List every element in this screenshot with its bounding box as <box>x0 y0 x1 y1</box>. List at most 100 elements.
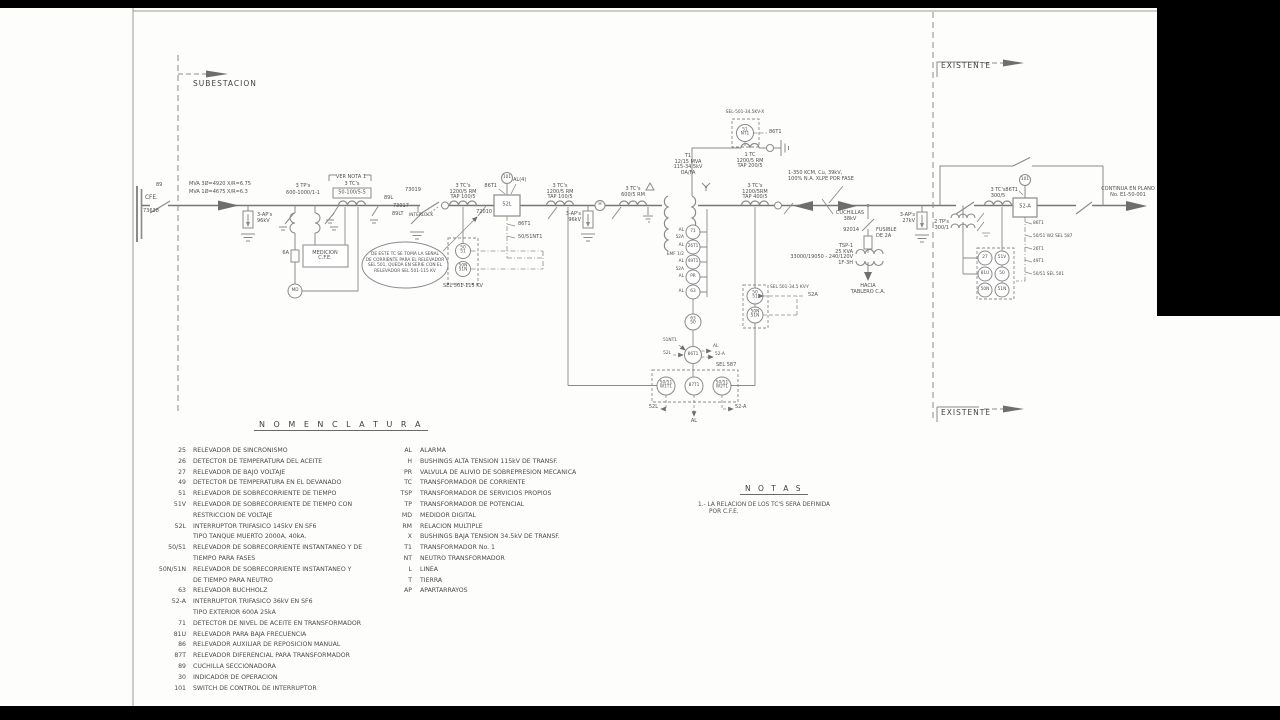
callout-5051nt1-label: 50/51NT1 <box>518 234 543 240</box>
relay-50n-label: 50N <box>980 286 990 292</box>
neutral-ct-label: 1 TC 1200/5 RM TAP 200/5 <box>736 152 764 170</box>
continua-label: CONTINUA EN PLANO No. E1-50-001 <box>1101 186 1155 198</box>
sel-587-box <box>651 369 739 417</box>
nom-term: MD <box>401 511 412 519</box>
mva-3f-label: MVA 3Ø=4920 X/R=6.75 <box>189 181 251 187</box>
arrester-96kv-a-label: 3-AP's 96kV <box>257 212 273 224</box>
nom-term: TC <box>404 479 412 487</box>
tp115-label-2: 600-1000/1-1 <box>286 189 320 196</box>
nom-term: 81U <box>173 630 186 638</box>
nom-desc: RELEVADOR DE SOBRECORRIENTE INSTANTANEO … <box>193 544 363 562</box>
ct-1200-100-a <box>448 200 487 244</box>
input-al-1: AL <box>678 228 684 233</box>
switch-101-52a-label: 101 <box>1020 176 1030 182</box>
switch-89-number: 73638 <box>143 208 159 214</box>
trip-86t1-52l-label: 86T1 <box>484 183 497 189</box>
transformer-t1-label: T1 12/15 MVA 115-34.5kV OA/FA <box>673 153 703 176</box>
input-52a-1: 52A <box>675 235 684 240</box>
callout-86t1-label: 86T1 <box>518 221 531 227</box>
drawing-sheet <box>0 8 1280 706</box>
nom-desc: TRANSFORMADOR DE CORRIENTE <box>420 479 526 487</box>
cuchillas-number: 92014 <box>843 227 859 233</box>
relay-86t1-label: 86T1 <box>687 351 699 357</box>
relay-49t1-label: 49T1 <box>687 258 699 264</box>
lockout-in-51nt1: 51NT1 <box>662 338 677 343</box>
nom-term: 30 <box>178 673 186 681</box>
callout-52a-5: 50/51 SEL 501 <box>1033 271 1065 277</box>
input-al-2: AL <box>678 243 684 248</box>
relay-87t1-label: 87T1 <box>688 382 700 388</box>
nomenclatura-entry: TC TRANSFORMADOR DE CORRIENTE <box>390 478 630 489</box>
lockout-86t1 <box>673 344 714 377</box>
fuse-6a-label: 6A <box>282 250 289 256</box>
nota-1-text: 1.- LA RELACION DE LOS TC'S SERA DEFINID… <box>698 502 830 516</box>
nom-desc: APARTARRAYOS <box>420 587 468 595</box>
nom-desc: INTERRUPTOR TRIFASICO 145kV EN SF6 TIPO … <box>193 522 317 541</box>
existing-ct-label: 3 TC's 300/5 <box>990 187 1006 199</box>
cuchillas-label: CUCHILLAS 38kV <box>835 210 865 222</box>
sel-501-115kv-box <box>447 237 544 285</box>
sel-x-title: SEL-501-34.5KV-X <box>725 110 765 115</box>
existing-tp-group <box>950 205 990 275</box>
nom-desc: RELEVADOR DE SOBRECORRIENTE INSTANTANEO … <box>193 565 352 584</box>
breaker-52a-label: 52-A <box>1019 203 1031 210</box>
ct-medicion-label-1: 3 TC's <box>344 181 360 187</box>
lockout-out-52a: 52-A <box>715 352 725 357</box>
source-cfe <box>136 186 420 242</box>
nom-term: AL <box>404 447 412 454</box>
tp115-label-1: 3 TP's <box>295 183 311 189</box>
switch-73017-number: 73017 <box>393 203 409 209</box>
lockout-out-al: AL <box>713 344 719 349</box>
existing-ct-300 <box>983 200 1013 297</box>
nom-desc: TRANSFORMADOR No. 1 <box>420 544 495 552</box>
relay-pr-label: PR <box>690 273 696 279</box>
ct-medicion-label-2: 50-100/5-5 <box>338 189 366 196</box>
switch-101-52l-label: 101 <box>502 174 512 180</box>
nom-desc: VALVULA DE ALIVIO DE SOBREPRESION MECANI… <box>420 468 577 476</box>
input-al-3: AL <box>678 259 684 264</box>
nomenclatura-entry: MD MEDIDOR DIGITAL <box>390 511 630 522</box>
relay-5051-115-label: 50 51 <box>460 245 466 255</box>
nom-term: 52-A <box>171 598 186 606</box>
relay-63-label: 63 <box>690 288 696 294</box>
sel-y-title: SEL 501-34.5 KV-Y <box>770 285 810 290</box>
tsp-name-label: TSP-1 25 KVA 33000/19050 - 240/120V 1F-3… <box>790 243 853 266</box>
hacia-tablero-label: HACIA TABLERO C.A. <box>850 283 886 295</box>
ct-600-label: 3 TC's 600/5 RM <box>621 186 645 198</box>
nom-term: T1 <box>404 544 412 552</box>
nom-desc: MEDIDOR DIGITAL <box>420 511 476 519</box>
arrester-27kv <box>915 205 929 243</box>
relay-51nt1-label: 51 NT1 <box>740 127 750 137</box>
relay-group-52a <box>976 247 1015 300</box>
nom-desc: RELEVADOR DE SINCRONISMO <box>193 447 288 454</box>
nom-desc: ALARMA <box>420 447 446 454</box>
medicion-box <box>302 244 349 268</box>
callout-52a-3: 26T1 <box>1033 246 1044 252</box>
callout-52a-1: 86T1 <box>1033 221 1044 226</box>
switch-73019-number: 73019 <box>405 187 421 193</box>
bypass-loop <box>939 157 1104 215</box>
cloud-note-text: DE ESTE TC SE TOMA LA SEÑAL DE CORRIENTE… <box>365 252 445 274</box>
arrester-96kv-b-label: 3-AP's 96kV <box>565 211 581 223</box>
medicion-box-label: MEDICION C.F.E. <box>312 249 338 261</box>
relay-81u-label: 81U <box>980 270 990 276</box>
callout-52a-2: 50/51 W2 SEL 587 <box>1033 234 1073 239</box>
arrester-96kv-a <box>241 205 255 242</box>
tp-medicion-group <box>279 205 359 299</box>
nom-desc: TIERRA <box>420 576 443 584</box>
